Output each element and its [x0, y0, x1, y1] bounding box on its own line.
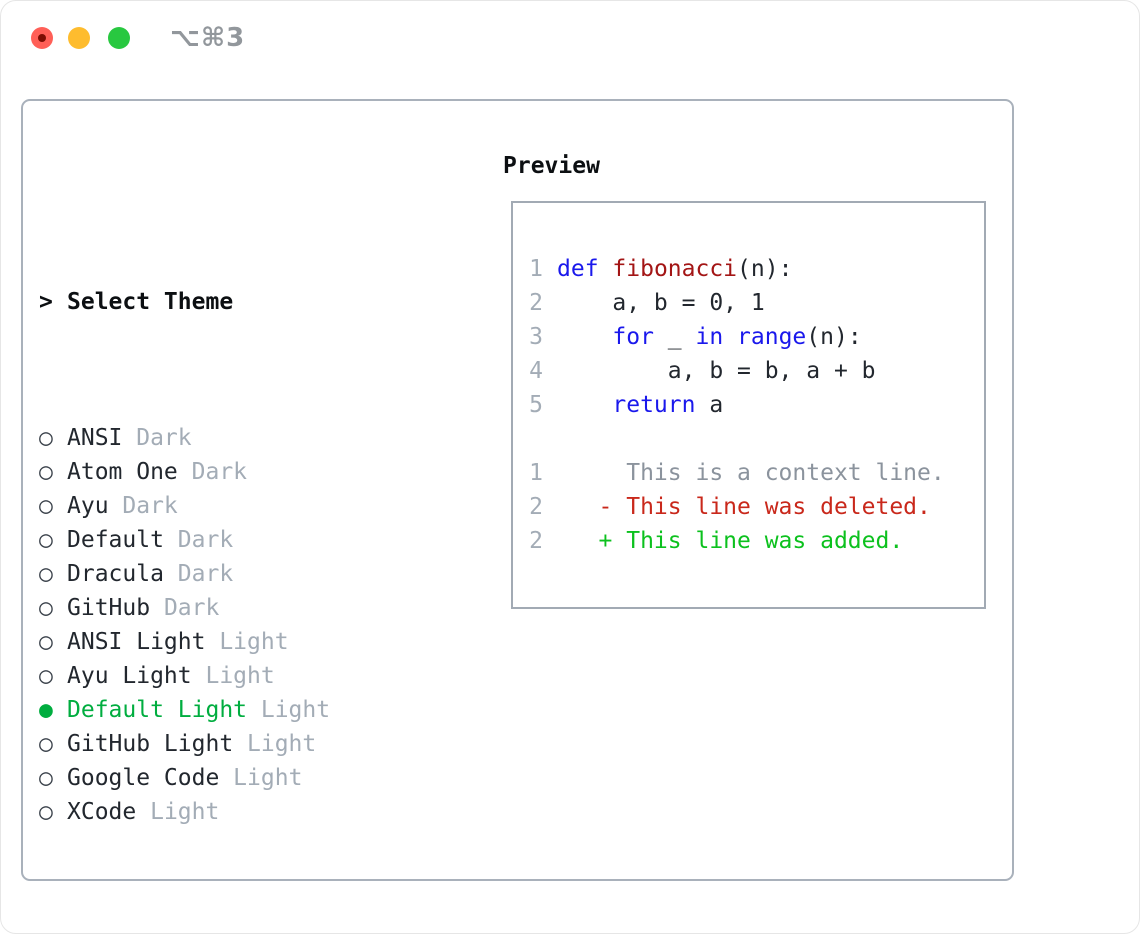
radio-icon: ○ [39, 629, 53, 655]
radio-icon: ○ [39, 731, 53, 757]
theme-name: Default Light [67, 697, 248, 723]
line-number: 1 [529, 460, 543, 486]
theme-option-dracula[interactable]: ○ Dracula Dark [39, 557, 459, 591]
theme-list: > Select Theme ○ ANSI Dark ○ Atom One Dark ○ A… [39, 217, 459, 829]
theme-option-ansi[interactable]: ○ ANSI Dark [39, 421, 459, 455]
line-number [529, 422, 543, 456]
window-titlebar[interactable]: ⌥⌘3 [1, 1, 1139, 73]
line-number: 2 [529, 494, 543, 520]
theme-name: Ayu [67, 493, 109, 519]
radio-selected-icon: ● [39, 697, 53, 723]
radio-icon: ○ [39, 561, 53, 587]
radio-icon: ○ [39, 493, 53, 519]
theme-variant: Light [205, 629, 289, 655]
code-line: 2 - This line was deleted. [513, 490, 984, 524]
theme-option-default-light[interactable]: ● Default Light Light [39, 693, 459, 727]
theme-variant: Dark [163, 561, 234, 587]
theme-picker-left-column: > Select Theme ○ ANSI Dark ○ Atom One Dark ○ A… [39, 149, 459, 933]
minimize-button[interactable] [68, 27, 90, 49]
theme-option-ansi-light[interactable]: ○ ANSI Light Light [39, 625, 459, 659]
radio-icon: ○ [39, 425, 53, 451]
cursor-icon: > [39, 289, 53, 315]
theme-variant: Light [219, 765, 303, 791]
theme-variant: Dark [177, 459, 248, 485]
theme-name: Default [67, 527, 164, 553]
theme-name: Google Code [67, 765, 220, 791]
code-line: 1 This is a context line. [513, 456, 984, 490]
radio-icon: ○ [39, 527, 53, 553]
line-number: 1 [529, 256, 543, 282]
window-title: ⌥⌘3 [170, 23, 246, 53]
theme-name: ANSI [67, 425, 123, 451]
select-theme-label: Select Theme [67, 289, 234, 315]
select-theme-header: > Select Theme [39, 285, 459, 319]
close-dot-icon [38, 34, 46, 42]
line-number: 2 [529, 290, 543, 316]
line-number: 5 [529, 392, 543, 418]
radio-icon: ○ [39, 765, 53, 791]
code-line [513, 422, 984, 456]
theme-variant: Dark [122, 425, 192, 451]
line-number: 2 [529, 528, 543, 554]
theme-name: GitHub [67, 595, 151, 621]
theme-option-google-code[interactable]: ○ Google Code Light [39, 761, 459, 795]
theme-name: ANSI Light [67, 629, 206, 655]
theme-variant: Light [191, 663, 275, 689]
theme-option-default[interactable]: ○ Default Dark [39, 523, 459, 557]
code-line: 2 a, b = 0, 1 [513, 286, 984, 320]
theme-option-ayu[interactable]: ○ Ayu Dark [39, 489, 459, 523]
line-number: 4 [529, 358, 543, 384]
theme-variant: Light [136, 799, 220, 825]
theme-option-ayu-light[interactable]: ○ Ayu Light Light [39, 659, 459, 693]
radio-icon: ○ [39, 799, 53, 825]
radio-icon: ○ [39, 459, 53, 485]
preview-title: Preview [503, 153, 600, 179]
code-line: 5 return a [513, 388, 984, 422]
radio-icon: ○ [39, 663, 53, 689]
theme-variant: Dark [108, 493, 178, 519]
theme-variant: Light [247, 697, 331, 723]
theme-variant: Light [233, 731, 317, 757]
code-line: 3 for _ in range(n): [513, 320, 984, 354]
theme-name: GitHub Light [67, 731, 234, 757]
theme-option-github[interactable]: ○ GitHub Dark [39, 591, 459, 625]
theme-picker-panel: > Select Theme ○ ANSI Dark ○ Atom One Dark ○ A… [21, 99, 1014, 881]
radio-icon: ○ [39, 595, 53, 621]
theme-name: XCode [67, 799, 137, 825]
theme-name: Ayu Light [67, 663, 192, 689]
code-line: 2 + This line was added. [513, 524, 984, 558]
theme-option-github-light[interactable]: ○ GitHub Light Light [39, 727, 459, 761]
theme-name: Dracula [67, 561, 164, 587]
close-button[interactable] [31, 27, 53, 49]
theme-option-atom-one[interactable]: ○ Atom One Dark [39, 455, 459, 489]
theme-name: Atom One [67, 459, 178, 485]
code-line: 4 a, b = b, a + b [513, 354, 984, 388]
line-number: 3 [529, 324, 543, 350]
zoom-button[interactable] [108, 27, 130, 49]
theme-option-xcode[interactable]: ○ XCode Light [39, 795, 459, 829]
theme-variant: Dark [163, 527, 234, 553]
theme-variant: Dark [150, 595, 220, 621]
